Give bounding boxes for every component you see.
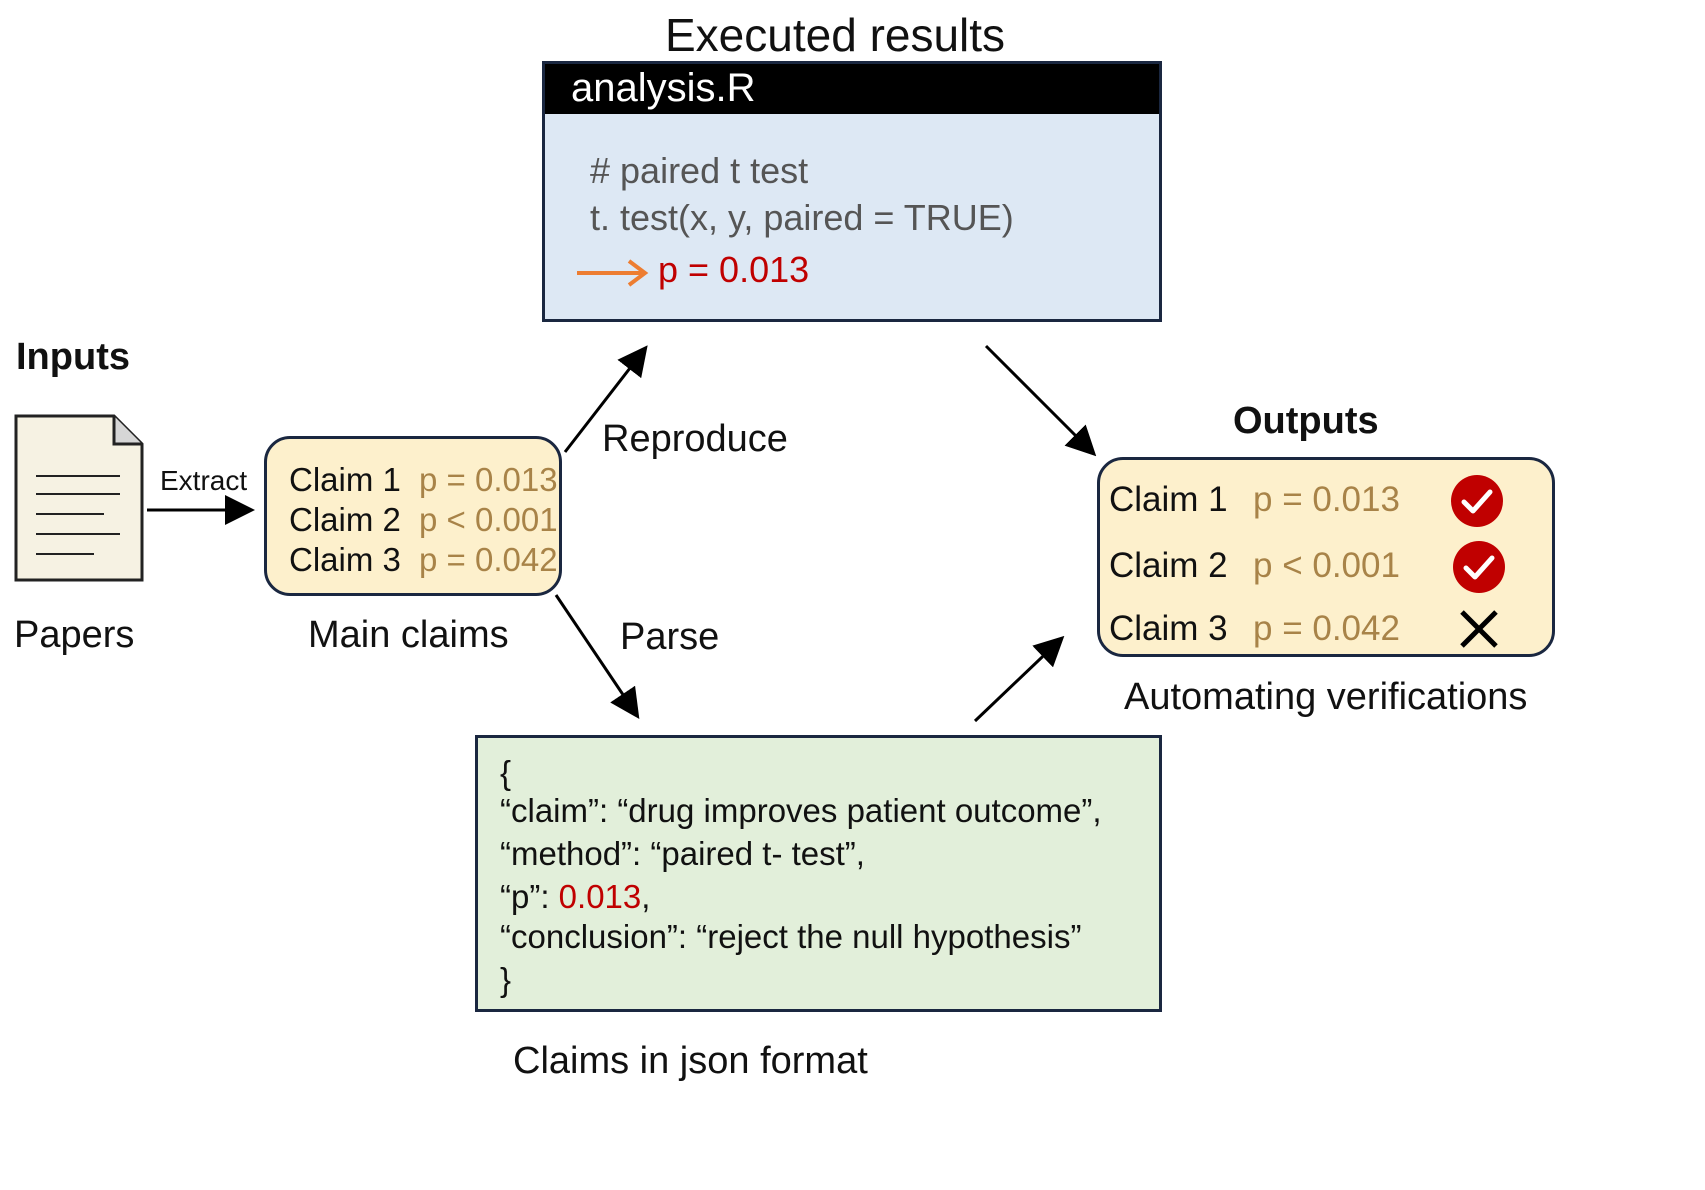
inputs-title: Inputs [16, 336, 130, 378]
claim-name: Claim 3 [289, 541, 401, 578]
results-to-outputs-arrow [984, 344, 1097, 457]
code-call: t. test(x, y, paired = TRUE) [590, 197, 1014, 238]
output-claim-name: Claim 1 [1109, 480, 1228, 519]
automating-verifications-label: Automating verifications [1124, 676, 1528, 718]
code-window: analysis.R # paired t test t. test(x, y,… [542, 61, 1162, 322]
claim-name: Claim 1 [289, 461, 401, 498]
parse-arrow [554, 594, 640, 719]
json-caption: Claims in json format [513, 1040, 868, 1082]
output-p-value: p < 0.001 [1253, 546, 1400, 585]
claim-row: Claim 3 p = 0.042 [289, 541, 558, 579]
code-comment: # paired t test [590, 150, 809, 191]
paper-document-icon [14, 414, 144, 582]
json-method-line: “method”: “paired t- test”, [500, 835, 865, 872]
output-p-value: p = 0.013 [1253, 480, 1400, 519]
output-p-value: p = 0.042 [1253, 609, 1400, 648]
json-claim-line: “claim”: “drug improves patient outcome”… [500, 792, 1102, 829]
claim-p-value: p = 0.013 [419, 461, 558, 498]
claim-name: Claim 2 [289, 501, 401, 538]
code-result: p = 0.013 [658, 249, 810, 290]
executed-results-title: Executed results [665, 9, 1006, 61]
main-claims-label: Main claims [308, 614, 509, 656]
outputs-title: Outputs [1233, 400, 1379, 442]
check-icon [1451, 475, 1503, 527]
output-claim-name: Claim 2 [1109, 546, 1228, 585]
json-to-outputs-arrow [973, 635, 1065, 723]
output-row: Claim 1 p = 0.013 [1109, 480, 1400, 520]
main-claims-box: Claim 1 p = 0.013 Claim 2 p < 0.001 Claim … [264, 436, 562, 596]
output-row: Claim 2 p < 0.001 [1109, 546, 1400, 586]
parse-label: Parse [620, 616, 720, 658]
json-p-key: “p”: [500, 878, 559, 915]
claim-row: Claim 2 p < 0.001 [289, 501, 558, 539]
output-row: Claim 3 p = 0.042 [1109, 609, 1400, 649]
code-window-header: analysis.R [545, 64, 1159, 114]
orange-arrow-icon [577, 259, 649, 287]
json-conclusion-line: “conclusion”: “reject the null hypothesi… [500, 918, 1082, 955]
output-claim-name: Claim 3 [1109, 609, 1228, 648]
json-open-brace: { [500, 754, 512, 791]
json-claims-box: { “claim”: “drug improves patient outcom… [475, 735, 1162, 1012]
papers-label: Papers [14, 614, 135, 656]
reproduce-arrow [563, 345, 648, 453]
json-p-value: 0.013 [558, 878, 642, 915]
reproduce-label: Reproduce [602, 418, 788, 460]
claim-p-value: p = 0.042 [419, 541, 558, 578]
claim-row: Claim 1 p = 0.013 [289, 461, 558, 499]
outputs-box: Claim 1 p = 0.013 Claim 2 p < 0.001 Claim … [1097, 457, 1555, 657]
extract-label: Extract [160, 465, 248, 496]
claim-p-value: p < 0.001 [419, 501, 558, 538]
code-filename: analysis.R [571, 66, 756, 110]
cross-icon [1460, 610, 1498, 648]
json-p-line: “p”: 0.013, [500, 878, 650, 916]
json-p-suffix: , [641, 878, 651, 915]
check-icon [1453, 541, 1505, 593]
json-close-brace: } [500, 961, 512, 998]
